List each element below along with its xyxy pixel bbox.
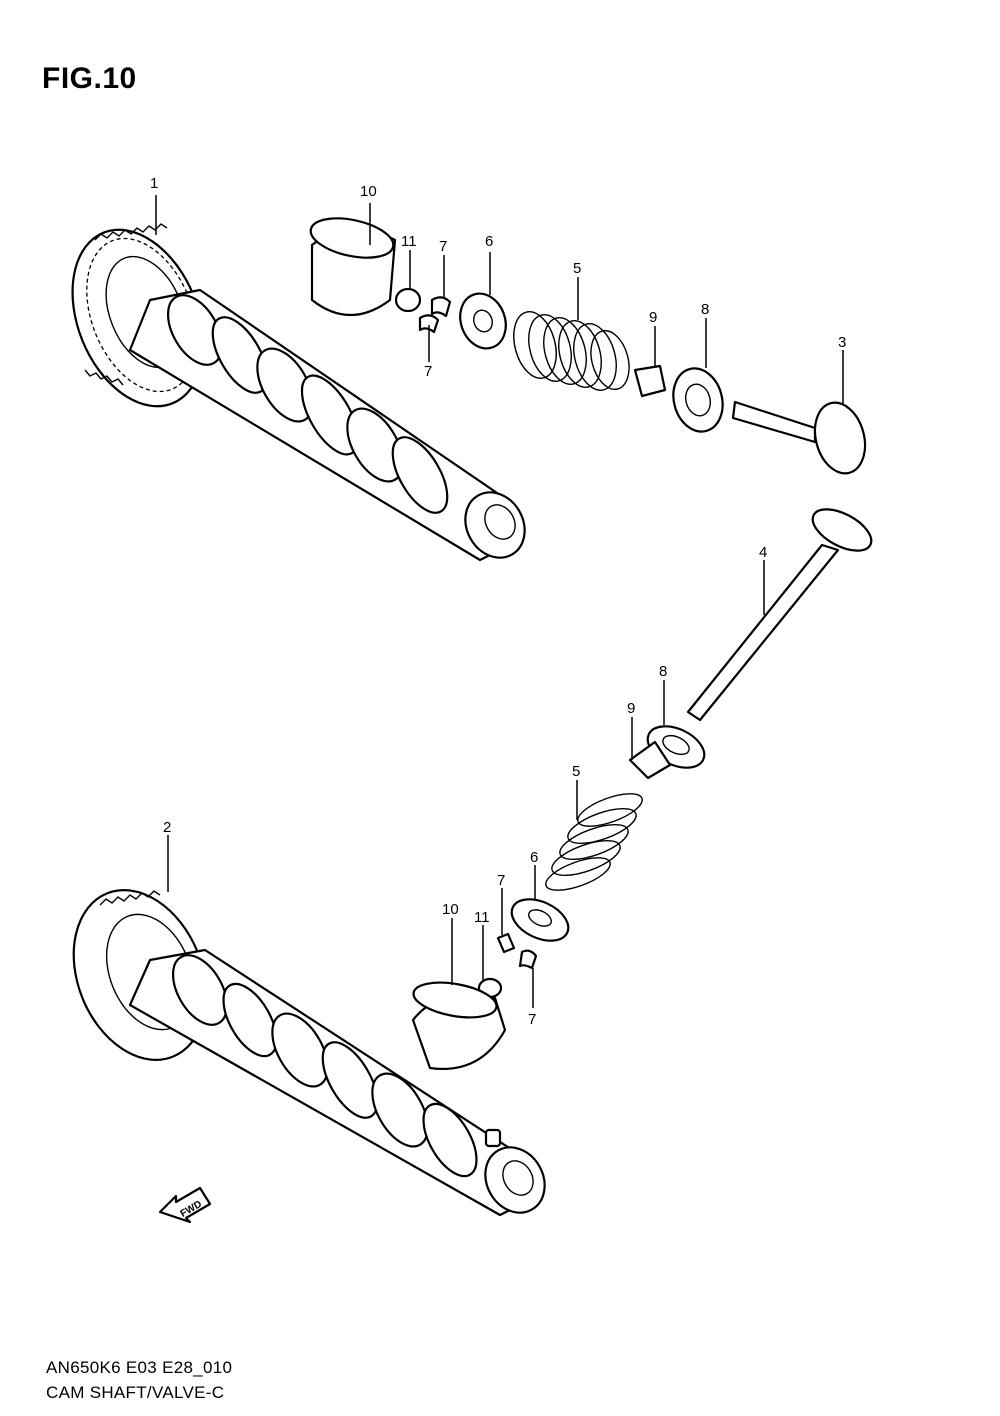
camshaft-lower — [72, 889, 546, 1217]
diagram-code: AN650K6 E03 E28_010 — [46, 1358, 233, 1377]
retainer-upper — [459, 292, 507, 350]
valve-seal-lower — [628, 740, 672, 780]
valve-seal-upper — [633, 364, 667, 398]
cotter-upper-b — [418, 314, 440, 334]
valve-upper — [731, 400, 867, 475]
retainer-lower — [510, 898, 570, 942]
diagram-caption: CAM SHAFT/VALVE-C — [46, 1383, 225, 1402]
callout-10-upper: 10 — [360, 183, 377, 200]
callout-11-lower: 11 — [474, 909, 490, 926]
callout-5-lower: 5 — [572, 763, 580, 780]
callout-3: 3 — [838, 334, 846, 351]
callout-11-upper: 11 — [401, 233, 417, 250]
callout-labels: 1 10 11 7 6 5 9 8 3 7 4 8 9 5 2 6 7 10 1… — [150, 175, 846, 1028]
spring-upper — [513, 311, 630, 391]
shim-upper — [394, 287, 422, 313]
callout-5-upper: 5 — [573, 260, 581, 277]
callout-8-lower: 8 — [659, 663, 667, 680]
spring-lower — [545, 793, 643, 891]
callout-8-upper: 8 — [701, 301, 709, 318]
callout-7-lower-b: 7 — [528, 1011, 536, 1028]
figure-title: FIG.10 — [42, 62, 137, 95]
tappet-lower — [411, 981, 507, 1070]
cotter-lower-a — [496, 932, 516, 954]
callout-2: 2 — [163, 819, 171, 836]
callout-4: 4 — [759, 544, 767, 561]
valve-lower — [686, 508, 873, 722]
spring-seat-upper — [672, 367, 724, 433]
callout-10-lower: 10 — [442, 901, 459, 918]
callout-1: 1 — [150, 175, 158, 192]
callout-9-lower: 9 — [627, 700, 635, 717]
callout-7-upper-b: 7 — [424, 363, 432, 380]
callout-9-upper: 9 — [649, 309, 657, 326]
forward-direction-arrow: FWD — [158, 1186, 212, 1224]
tappet-upper — [309, 217, 397, 317]
leader-lines — [155, 195, 844, 1008]
callout-6-lower: 6 — [530, 849, 538, 866]
cotter-upper-a — [430, 296, 452, 318]
callout-6-upper: 6 — [485, 233, 493, 250]
cotter-lower-b — [518, 949, 538, 970]
camshaft-upper — [71, 223, 526, 562]
callout-7-upper-a: 7 — [439, 238, 447, 255]
callout-7-lower-a: 7 — [497, 872, 505, 889]
